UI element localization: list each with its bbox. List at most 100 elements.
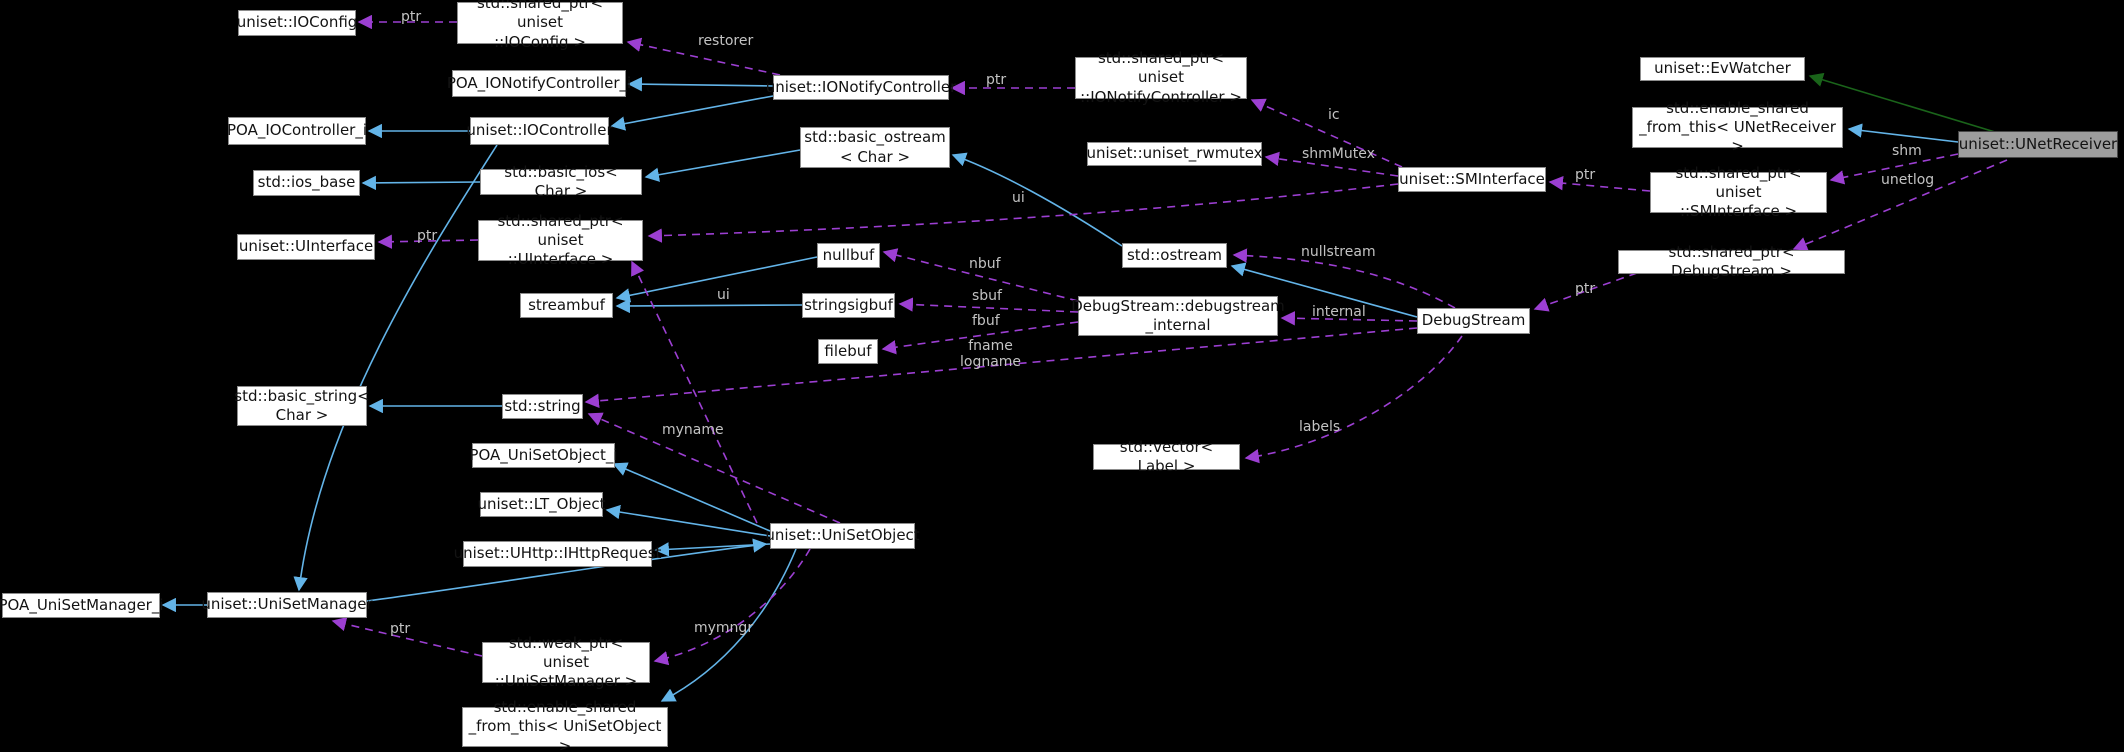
node-label: POA_IOController_i <box>226 121 368 140</box>
node-label: std::basic_ostream < Char > <box>804 128 946 166</box>
edge-label-unisetobject-to-shared-ptr-uinterface: ui <box>717 287 730 303</box>
node-poa-ionotifycontroller-i[interactable]: POA_IONotifyController_i <box>447 70 631 97</box>
node-unisetobject[interactable]: uniset::UniSetObject <box>765 523 920 549</box>
node-unisetmanager[interactable]: uniset::UniSetManager <box>201 592 373 618</box>
node-label: uniset::EvWatcher <box>1654 59 1791 78</box>
node-filebuf[interactable]: filebuf <box>818 339 878 364</box>
edge-shared-ptr-sminterface-to-sminterface <box>1548 175 1651 192</box>
node-label: std::ios_base <box>257 173 356 192</box>
node-uniset-rwmutex[interactable]: uniset::uniset_rwmutex <box>1086 142 1263 166</box>
node-ios-base[interactable]: std::ios_base <box>253 170 360 196</box>
node-poa-unisetmanager-i[interactable]: POA_UniSetManager_i <box>0 593 164 618</box>
node-stringsigbuf[interactable]: stringsigbuf <box>802 293 895 318</box>
node-label: std::shared_ptr< DebugStream > <box>1668 242 1795 280</box>
node-poa-iocontroller-i[interactable]: POA_IOController_i <box>226 117 368 145</box>
edge-debugstream-internal-to-stringsigbuf <box>898 297 1079 313</box>
edge-unisetobject-to-shared-ptr-uinterface <box>631 260 758 524</box>
node-nullbuf[interactable]: nullbuf <box>817 243 880 268</box>
node-shared-ptr-sminterface[interactable]: std::shared_ptr< uniset ::SMInterface > <box>1650 164 1827 220</box>
edge-debugstream-to-ostream-nullstream <box>1232 248 1456 309</box>
node-label: std::basic_ios< Char > <box>504 162 618 200</box>
node-enable-shared-from-this-unisetobject[interactable]: std::enable_shared _from_this< UniSetObj… <box>462 698 668 752</box>
edge-label-sminterface-to-shared-ptr-ionotifycontroller: ic <box>1328 107 1340 123</box>
node-basic-ios[interactable]: std::basic_ios< Char > <box>480 163 642 200</box>
node-label: std::enable_shared _from_this< UNetRecei… <box>1639 98 1836 156</box>
node-enable-shared-from-this-unetreceiver[interactable]: std::enable_shared _from_this< UNetRecei… <box>1632 99 1843 155</box>
node-label: POA_IONotifyController_i <box>446 73 632 92</box>
node-io-config[interactable]: uniset::IOConfig <box>236 10 358 36</box>
node-label: POA_UniSetObject_i <box>469 445 618 464</box>
node-weak-ptr-unisetmanager[interactable]: std::weak_ptr< uniset ::UniSetManager > <box>482 634 650 690</box>
edge-label-shared-ptr-uinterface-to-uinterface: ptr <box>417 228 438 244</box>
edge-debugstream-to-debugstream-internal <box>1280 311 1418 326</box>
node-uinterface[interactable]: uniset::UInterface <box>237 234 375 260</box>
node-lt-object[interactable]: uniset::LT_Object <box>477 492 606 517</box>
edge-weak-ptr-unisetmanager-to-unisetmanager <box>331 617 483 657</box>
node-shared-ptr-uinterface[interactable]: std::shared_ptr< uniset ::UInterface > <box>478 212 643 268</box>
node-streambuf[interactable]: streambuf <box>520 293 613 318</box>
node-label: nullbuf <box>822 245 875 264</box>
node-label: std::ostream <box>1126 245 1223 264</box>
node-label: filebuf <box>824 341 872 360</box>
edge-unetreceiver-to-shared-ptr-debugstream <box>1792 159 2008 251</box>
node-label: std::shared_ptr< uniset ::UInterface > <box>497 211 624 269</box>
edge-label-sminterface-to-shared-ptr-uinterface: ui <box>1012 190 1025 206</box>
node-label: stringsigbuf <box>804 295 893 314</box>
node-shared-ptr-ionotifycontroller[interactable]: std::shared_ptr< uniset ::IONotifyContro… <box>1075 49 1247 106</box>
node-label: std::enable_shared _from_this< UniSetObj… <box>468 698 662 752</box>
node-label: POA_UniSetManager_i <box>0 595 164 614</box>
node-label: DebugStream <box>1421 311 1526 330</box>
edge-label-ionotifycontroller-to-shared-ptr-io-config: restorer <box>698 33 754 49</box>
edge-debugstream-to-vector-label <box>1244 335 1463 464</box>
node-label: uniset::uniset_rwmutex <box>1086 144 1263 163</box>
edge-label-debugstream-internal-to-stringsigbuf: sbuf <box>972 288 1002 304</box>
edge-iocontroller-to-unisetmanager <box>293 144 498 592</box>
node-basic-string[interactable]: std::basic_string< Char > <box>234 386 370 426</box>
node-label: uniset::IOConfig <box>236 13 358 32</box>
node-label: uniset::LT_Object <box>477 494 606 513</box>
edge-shared-ptr-debugstream-to-debugstream <box>1533 272 1638 312</box>
edge-shared-ptr-uinterface-to-uinterface <box>377 234 479 249</box>
edge-unetreceiver-to-shared-ptr-sminterface <box>1829 153 1959 185</box>
node-evwatcher[interactable]: uniset::EvWatcher <box>1640 57 1805 81</box>
node-basic-ostream[interactable]: std::basic_ostream < Char > <box>800 127 950 168</box>
edge-label-shared-ptr-debugstream-to-debugstream: ptr <box>1575 281 1596 297</box>
node-unetreceiver[interactable]: uniset::UNetReceiver <box>1958 131 2118 158</box>
node-label: std::shared_ptr< uniset ::IONotifyContro… <box>1080 49 1242 106</box>
edge-label-debugstream-to-debugstream-internal: internal <box>1312 304 1366 320</box>
edge-label-shared-ptr-sminterface-to-sminterface: ptr <box>1575 167 1596 183</box>
node-sminterface[interactable]: uniset::SMInterface <box>1398 167 1546 192</box>
node-ionotifycontroller[interactable]: uniset::IONotifyController <box>766 75 956 100</box>
node-label: std::shared_ptr< uniset ::SMInterface > <box>1675 163 1802 221</box>
node-iocontroller[interactable]: uniset::IOController <box>466 117 613 145</box>
edge-unisetobject-to-lt-object <box>605 504 771 537</box>
edge-unetreceiver-to-enable-shared-from-this-unetreceiver <box>1847 123 1959 143</box>
node-std-string[interactable]: std::string <box>502 394 583 419</box>
edge-stringsigbuf-to-streambuf <box>615 298 803 314</box>
node-label: uniset::UniSetObject <box>765 526 920 545</box>
node-label: uniset::UInterface <box>238 237 374 256</box>
edge-unisetobject-to-poa-unisetobject-i <box>612 462 771 532</box>
node-label: std::basic_string< Char > <box>234 386 370 424</box>
node-label: std::shared_ptr< uniset ::IOConfig > <box>476 0 604 51</box>
edge-ionotifycontroller-to-poa-ionotifycontroller-i <box>627 76 774 92</box>
node-label: uniset::UniSetManager <box>201 595 373 614</box>
node-shared-ptr-debugstream[interactable]: std::shared_ptr< DebugStream > <box>1618 243 1845 280</box>
node-label: uniset::UHttp::IHttpRequest <box>453 544 662 563</box>
node-debugstream-internal[interactable]: DebugStream::debugstream _internal <box>1071 296 1285 336</box>
node-shared-ptr-io-config[interactable]: std::shared_ptr< uniset ::IOConfig > <box>457 0 623 51</box>
edge-ionotifycontroller-to-shared-ptr-io-config <box>626 37 781 76</box>
edge-label-weak-ptr-unisetmanager-to-unisetmanager: ptr <box>390 621 411 637</box>
node-label: streambuf <box>528 295 605 314</box>
node-label: DebugStream::debugstream _internal <box>1071 296 1285 334</box>
node-ostream[interactable]: std::ostream <box>1122 243 1227 268</box>
node-debugstream[interactable]: DebugStream <box>1417 308 1530 334</box>
node-uhttp-ihttprequest[interactable]: uniset::UHttp::IHttpRequest <box>454 541 661 567</box>
edge-basic-ios-to-ios-base <box>361 175 481 191</box>
edge-label-unetreceiver-to-shared-ptr-debugstream: unetlog <box>1881 172 1935 188</box>
edge-label-unisetobject-to-std-string: myname <box>662 422 724 438</box>
node-label: std::vector< Label > <box>1119 437 1214 475</box>
edge-label-sminterface-to-uniset-rwmutex: shmMutex <box>1302 146 1375 162</box>
node-vector-label[interactable]: std::vector< Label > <box>1093 438 1240 475</box>
node-poa-unisetobject-i[interactable]: POA_UniSetObject_i <box>469 443 618 468</box>
